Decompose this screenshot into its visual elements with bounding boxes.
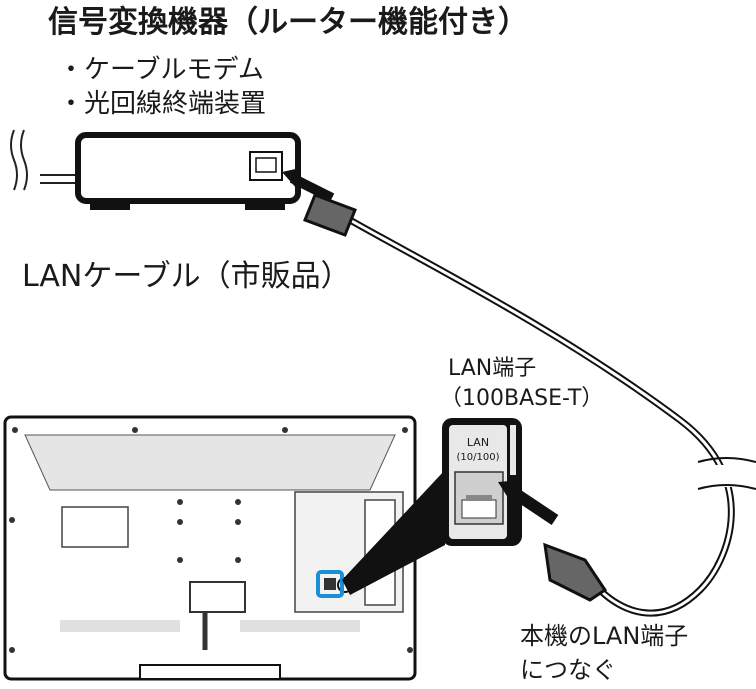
panel-text-lan: LAN [467, 436, 489, 449]
instruction-line1: 本機のLAN端子 [520, 622, 688, 650]
router-lan-port [249, 151, 283, 181]
panel-text-speed: (10/100) [457, 452, 500, 463]
router-item-cable-modem: ・ケーブルモデム [58, 55, 264, 85]
port-label-line1: LAN端子 [448, 356, 536, 381]
cable-connector-router [282, 168, 357, 237]
cable-connector-tv [498, 480, 608, 602]
router-item-ont: ・光回線終端装置 [58, 89, 266, 119]
instruction-line2: につなぐ [520, 656, 616, 684]
router-title: 信号変換機器（ルーター機能付き） [48, 5, 528, 40]
tv-rear [3, 415, 417, 681]
router-device [75, 132, 301, 210]
cable-label: LANケーブル（市販品） [22, 259, 351, 294]
lan-port-callout: LAN (10/100) [442, 418, 522, 546]
power-wave-icon [10, 129, 80, 191]
tv-lan-port-highlight [316, 570, 344, 598]
port-label-line2: （100BASE-T） [440, 386, 603, 411]
